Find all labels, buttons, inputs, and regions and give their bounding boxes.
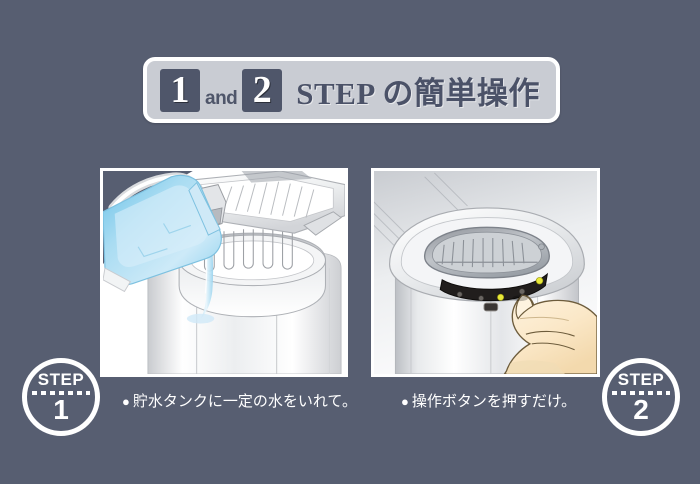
led-indicator-4 [518,288,526,295]
step-badge-1-divider [32,391,90,395]
bullet-icon: ● [401,394,409,409]
water-pitcher [103,172,222,293]
step-badge-2-number: 2 [633,394,649,425]
led-indicator-2 [478,295,484,302]
press-button-panel [371,168,600,377]
caption-step-1: ●貯水タンクに一定の水をいれて。 [122,392,357,412]
title-banner: 1 and 2 STEP の簡単操作 [143,57,560,123]
power-button [483,302,499,312]
press-button-illustration [374,171,597,374]
headline-text: STEP の簡単操作 [296,75,540,111]
pour-water-illustration [103,171,345,374]
step-badge-1-number: 1 [53,394,69,425]
bullet-icon: ● [122,394,130,409]
step-badge-2: STEP 2 [602,358,680,436]
caption-step-2: ●操作ボタンを押すだけ。 [401,392,576,412]
and-label: and [205,88,238,109]
led-indicator-5-active [535,277,544,285]
step-number-box-2: 2 [242,68,283,112]
led-indicator-3-active [497,293,505,301]
caption-step-2-text: 操作ボタンを押すだけ。 [411,393,577,410]
pour-water-panel [100,168,348,377]
pointing-hand [503,294,597,374]
control-panel [439,272,549,312]
step-badge-2-word: STEP [617,370,665,389]
caption-step-1-text: 貯水タンクに一定の水をいれて。 [132,393,357,410]
step-badge-1-word: STEP [37,370,85,389]
led-indicator-1 [456,291,463,298]
step-badge-2-divider [612,391,670,395]
step-number-box-1: 1 [160,68,200,112]
step-badge-1: STEP 1 [22,358,100,436]
